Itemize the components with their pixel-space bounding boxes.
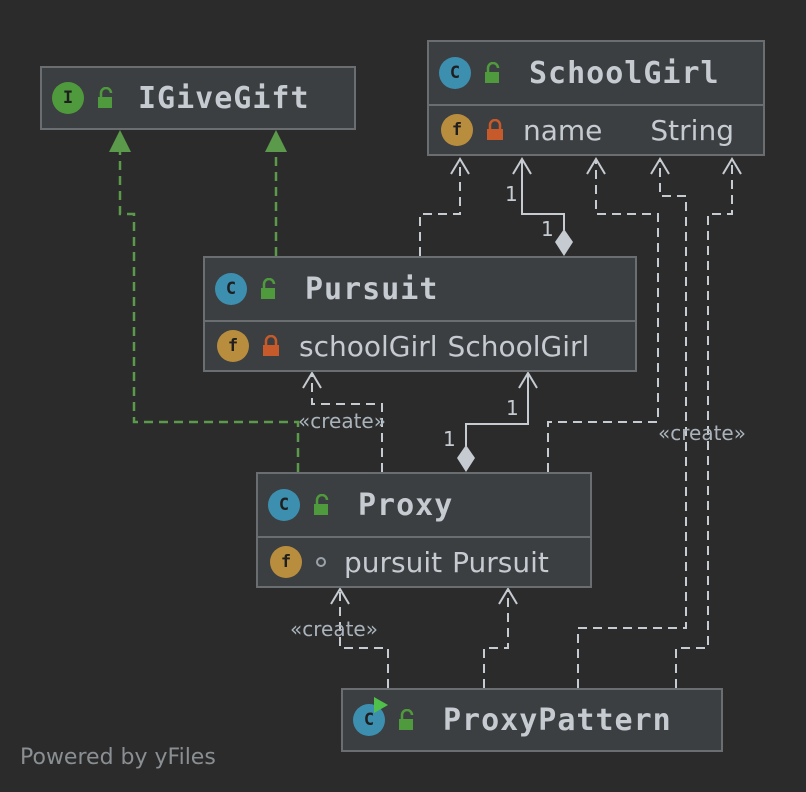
class-name: IGiveGift — [138, 80, 310, 116]
interface-icon: I — [52, 82, 84, 114]
dependency-edge-proxy-schoolgirl — [547, 160, 659, 472]
field-type: String — [650, 113, 734, 147]
class-node-schoolgirl[interactable]: C SchoolGirl f name String — [427, 40, 765, 156]
field-row: f schoolGirl SchoolGirl — [205, 320, 635, 370]
field-row: f pursuit Pursuit — [258, 536, 590, 586]
class-icon: C — [439, 57, 471, 89]
dependency-edge-proxypattern-schoolgirl-a — [577, 160, 687, 688]
field-type: Pursuit — [452, 545, 549, 579]
run-arrow-icon — [374, 697, 388, 713]
dependency-arrowhead — [586, 157, 606, 175]
create-label: «create» — [298, 409, 386, 433]
composition-diamond — [457, 445, 475, 472]
association-edge-pursuit-schoolgirl — [521, 160, 565, 230]
dependency-edge-pursuit-schoolgirl — [419, 160, 461, 256]
field-icon: f — [217, 330, 249, 362]
field-icon: f — [441, 114, 473, 146]
public-lock-icon — [485, 62, 500, 83]
field-type: SchoolGirl — [447, 329, 590, 363]
dependency-edge-proxy-pursuit-create — [311, 374, 383, 472]
field-row: f name String — [429, 104, 763, 154]
class-name: Pursuit — [305, 271, 439, 307]
public-lock-icon — [399, 709, 414, 730]
dependency-arrowhead — [302, 371, 322, 389]
field-name: name — [523, 113, 603, 147]
field-name: schoolGirl — [299, 329, 438, 363]
realization-arrowhead — [109, 130, 131, 152]
class-node-pursuit[interactable]: C Pursuit f schoolGirl SchoolGirl — [203, 256, 637, 372]
dependency-arrowhead — [722, 157, 742, 175]
public-lock-icon — [314, 494, 329, 515]
composition-diamond — [555, 229, 573, 256]
public-lock-icon — [261, 278, 276, 299]
dependency-edge-proxypattern-proxy-create — [339, 590, 389, 688]
dependency-edge-proxypattern-schoolgirl-b — [675, 160, 733, 688]
create-label: «create» — [290, 617, 378, 641]
class-icon: C — [268, 489, 300, 521]
dependency-arrowhead — [450, 157, 470, 175]
class-name: SchoolGirl — [529, 55, 720, 91]
yfiles-watermark: Powered by yFiles — [20, 745, 216, 770]
field-icon: f — [270, 546, 302, 578]
field-name: pursuit — [344, 545, 443, 579]
multiplicity-label: 1 — [541, 217, 554, 241]
association-arrowhead — [518, 371, 538, 389]
realization-arrowhead — [265, 130, 287, 152]
class-node-proxy[interactable]: C Proxy f pursuit Pursuit — [256, 472, 592, 588]
class-icon: C — [215, 273, 247, 305]
association-edge-proxy-pursuit — [465, 374, 529, 446]
private-lock-icon — [263, 335, 279, 356]
multiplicity-label: 1 — [506, 396, 519, 420]
package-visibility-icon — [316, 557, 326, 567]
class-node-proxypattern[interactable]: C ProxyPattern — [341, 688, 723, 752]
realization-edge-proxy-igivegift — [118, 152, 300, 472]
dependency-arrowhead — [498, 587, 518, 605]
multiplicity-label: 1 — [505, 182, 518, 206]
class-node-igivegift[interactable]: I IGiveGift — [40, 66, 356, 130]
runnable-class-icon: C — [353, 697, 388, 736]
class-name: Proxy — [358, 487, 454, 523]
create-label: «create» — [658, 421, 746, 445]
multiplicity-label: 1 — [443, 427, 456, 451]
dependency-edge-proxypattern-proxy — [483, 590, 509, 688]
public-lock-icon — [98, 87, 113, 108]
dependency-arrowhead — [330, 587, 350, 605]
class-name: ProxyPattern — [443, 702, 672, 738]
dependency-arrowhead — [650, 157, 670, 175]
private-lock-icon — [487, 119, 503, 140]
association-arrowhead — [512, 157, 532, 175]
